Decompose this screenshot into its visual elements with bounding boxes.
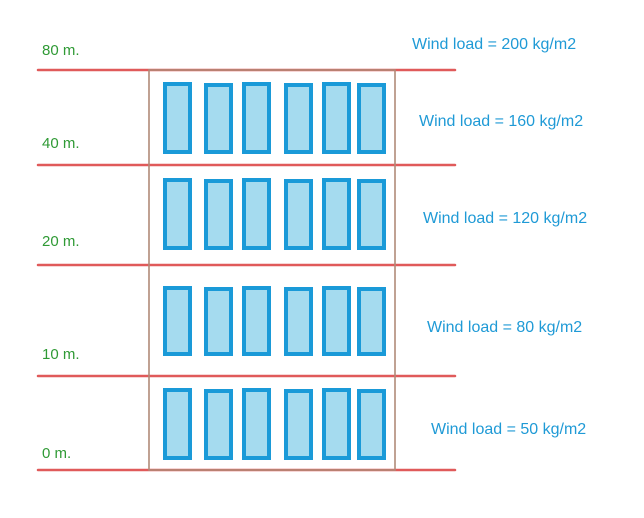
- window-floor4-3: [242, 388, 271, 460]
- window-floor1-3: [242, 82, 271, 154]
- window-floor1-5: [322, 82, 351, 154]
- height-label-40m: 40 m.: [42, 135, 80, 152]
- building-outline: [148, 69, 396, 471]
- window-floor4-6: [357, 389, 386, 460]
- wind-load-label-20m: Wind load = 120 kg/m2: [423, 210, 588, 227]
- wind-load-label-40m: Wind load = 160 kg/m2: [419, 113, 584, 130]
- window-floor2-5: [322, 178, 351, 250]
- window-floor1-1: [163, 82, 192, 154]
- height-label-0m: 0 m.: [42, 445, 72, 462]
- wind-load-label-0m: Wind load = 50 kg/m2: [431, 421, 587, 438]
- window-floor1-4: [284, 83, 313, 154]
- window-floor3-1: [163, 286, 192, 356]
- window-floor3-4: [284, 287, 313, 356]
- window-floor1-6: [357, 83, 386, 154]
- window-floor3-6: [357, 287, 386, 356]
- height-label-20m: 20 m.: [42, 233, 80, 250]
- window-floor2-2: [204, 179, 233, 250]
- window-floor2-1: [163, 178, 192, 250]
- window-floor2-6: [357, 179, 386, 250]
- window-floor4-4: [284, 389, 313, 460]
- window-floor3-3: [242, 286, 271, 356]
- window-floor3-5: [322, 286, 351, 356]
- window-floor1-2: [204, 83, 233, 154]
- window-floor2-4: [284, 179, 313, 250]
- window-floor3-2: [204, 287, 233, 356]
- window-floor4-2: [204, 389, 233, 460]
- wind-load-label-80m: Wind load = 200 kg/m2: [412, 36, 577, 53]
- wind-load-label-10m: Wind load = 80 kg/m2: [427, 319, 583, 336]
- window-floor4-1: [163, 388, 192, 460]
- window-floor2-3: [242, 178, 271, 250]
- height-label-80m: 80 m.: [42, 42, 80, 59]
- height-label-10m: 10 m.: [42, 346, 80, 363]
- window-floor4-5: [322, 388, 351, 460]
